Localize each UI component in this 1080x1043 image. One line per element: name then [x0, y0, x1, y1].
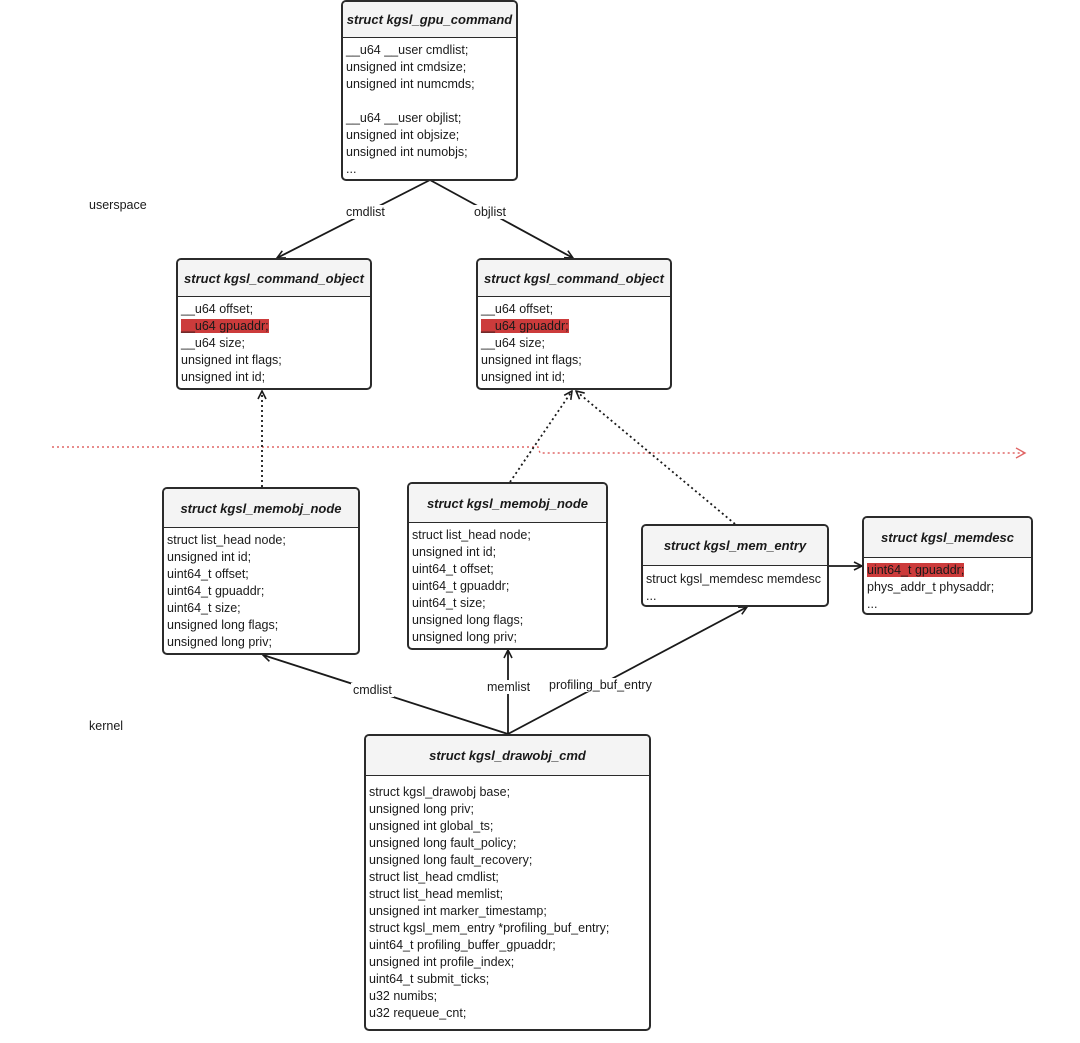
field-line: uint64_t gpuaddr; [167, 584, 265, 598]
field-line: __u64 size; [481, 336, 545, 350]
box-title: struct kgsl_gpu_command [343, 2, 516, 38]
field-line: __u64 __user cmdlist; [346, 43, 469, 57]
field-line: unsigned int numcmds; [346, 77, 475, 91]
field-line: struct kgsl_mem_entry *profiling_buf_ent… [369, 921, 610, 935]
edge-label-memlist-bottom: memlist [485, 680, 533, 694]
field-line: uint64_t offset; [167, 567, 249, 581]
field-line: uint64_t size; [167, 601, 241, 615]
edge-label-profiling-bottom: profiling_buf_entry [547, 678, 654, 692]
field-line: struct list_head cmdlist; [369, 870, 499, 884]
field-line: unsigned int global_ts; [369, 819, 494, 833]
gpu-command-box: struct kgsl_gpu_command __u64 __user cmd… [341, 0, 518, 181]
field-line: ... [867, 597, 878, 611]
field-line: struct list_head memlist; [369, 887, 504, 901]
field-line: unsigned long priv; [412, 630, 517, 644]
command-object-left-box: struct kgsl_command_object __u64 offset;… [176, 258, 372, 390]
field-line: __u64 size; [181, 336, 245, 350]
drawobj-cmd-box: struct kgsl_drawobj_cmd struct kgsl_draw… [364, 734, 651, 1031]
field-line: struct list_head node; [412, 528, 531, 542]
field-line: unsigned int flags; [181, 353, 282, 367]
field-line: uint64_t profiling_buffer_gpuaddr; [369, 938, 556, 952]
field-line: unsigned int id; [481, 370, 566, 384]
box-title: struct kgsl_drawobj_cmd [366, 736, 649, 776]
memobj-node-mid-box: struct kgsl_memobj_node struct list_head… [407, 482, 608, 650]
highlight-gpuaddr: uint64_t gpuaddr; [867, 563, 965, 577]
field-line: __u64 offset; [481, 302, 554, 316]
field-line: __u64 offset; [181, 302, 254, 316]
edge-cmdlist-top [277, 179, 431, 258]
edge-label-cmdlist-bottom: cmdlist [351, 683, 394, 697]
field-line-gpuaddr: uint64_t gpuaddr; [867, 562, 1028, 579]
field-line: unsigned int numobjs; [346, 145, 468, 159]
field-line: u32 numibs; [369, 989, 438, 1003]
edge-label-objlist-top: objlist [472, 205, 508, 219]
edge-label-cmdlist-top: cmdlist [344, 205, 387, 219]
field-line: unsigned long flags; [167, 618, 279, 632]
box-title: struct kgsl_mem_entry [643, 526, 827, 566]
field-line: unsigned int id; [412, 545, 497, 559]
box-title: struct kgsl_memobj_node [164, 489, 358, 528]
box-title: struct kgsl_memobj_node [409, 484, 606, 523]
field-line: ... [346, 162, 357, 176]
box-title: struct kgsl_command_object [478, 260, 670, 297]
field-line: unsigned int marker_timestamp; [369, 904, 547, 918]
memobj-node-left-box: struct kgsl_memobj_node struct list_head… [162, 487, 360, 655]
kernel-label: kernel [89, 719, 124, 733]
edge-dotted-memobj-mid [509, 391, 572, 483]
command-object-right-box: struct kgsl_command_object __u64 offset;… [476, 258, 672, 390]
field-line: unsigned int id; [167, 550, 252, 564]
field-line: __u64 __user objlist; [346, 111, 462, 125]
edge-profiling-bottom [507, 607, 747, 735]
field-line-blank [346, 93, 513, 110]
edge-objlist-top [429, 179, 573, 258]
field-line: unsigned long priv; [369, 802, 474, 816]
highlight-gpuaddr: __u64 gpuaddr; [481, 319, 569, 333]
field-line: uint64_t offset; [412, 562, 494, 576]
field-line: struct kgsl_memdesc memdesc [646, 572, 822, 586]
field-line: unsigned long fault_policy; [369, 836, 517, 850]
field-line: unsigned int cmdsize; [346, 60, 467, 74]
mem-entry-box: struct kgsl_mem_entry struct kgsl_memdes… [641, 524, 829, 607]
field-line: struct kgsl_drawobj base; [369, 785, 511, 799]
field-line: uint64_t size; [412, 596, 486, 610]
field-line: unsigned long fault_recovery; [369, 853, 533, 867]
box-title: struct kgsl_command_object [178, 260, 370, 297]
field-line: unsigned long priv; [167, 635, 272, 649]
field-line: unsigned long flags; [412, 613, 524, 627]
field-line: unsigned int flags; [481, 353, 582, 367]
field-line: uint64_t gpuaddr; [412, 579, 510, 593]
field-line-gpuaddr: __u64 gpuaddr; [181, 318, 367, 335]
field-line: phys_addr_t physaddr; [867, 580, 995, 594]
field-line: uint64_t submit_ticks; [369, 972, 490, 986]
field-line-gpuaddr: __u64 gpuaddr; [481, 318, 667, 335]
field-line: unsigned int objsize; [346, 128, 460, 142]
field-line: struct list_head node; [167, 533, 286, 547]
memdesc-box: struct kgsl_memdesc uint64_t gpuaddr; ph… [862, 516, 1033, 615]
highlight-gpuaddr: __u64 gpuaddr; [181, 319, 269, 333]
box-title: struct kgsl_memdesc [864, 518, 1031, 558]
user-kernel-boundary [52, 446, 1027, 459]
field-line: unsigned int id; [181, 370, 266, 384]
userspace-label: userspace [89, 198, 147, 212]
field-line: ... [646, 589, 657, 603]
field-line: unsigned int profile_index; [369, 955, 515, 969]
field-line: u32 requeue_cnt; [369, 1006, 467, 1020]
